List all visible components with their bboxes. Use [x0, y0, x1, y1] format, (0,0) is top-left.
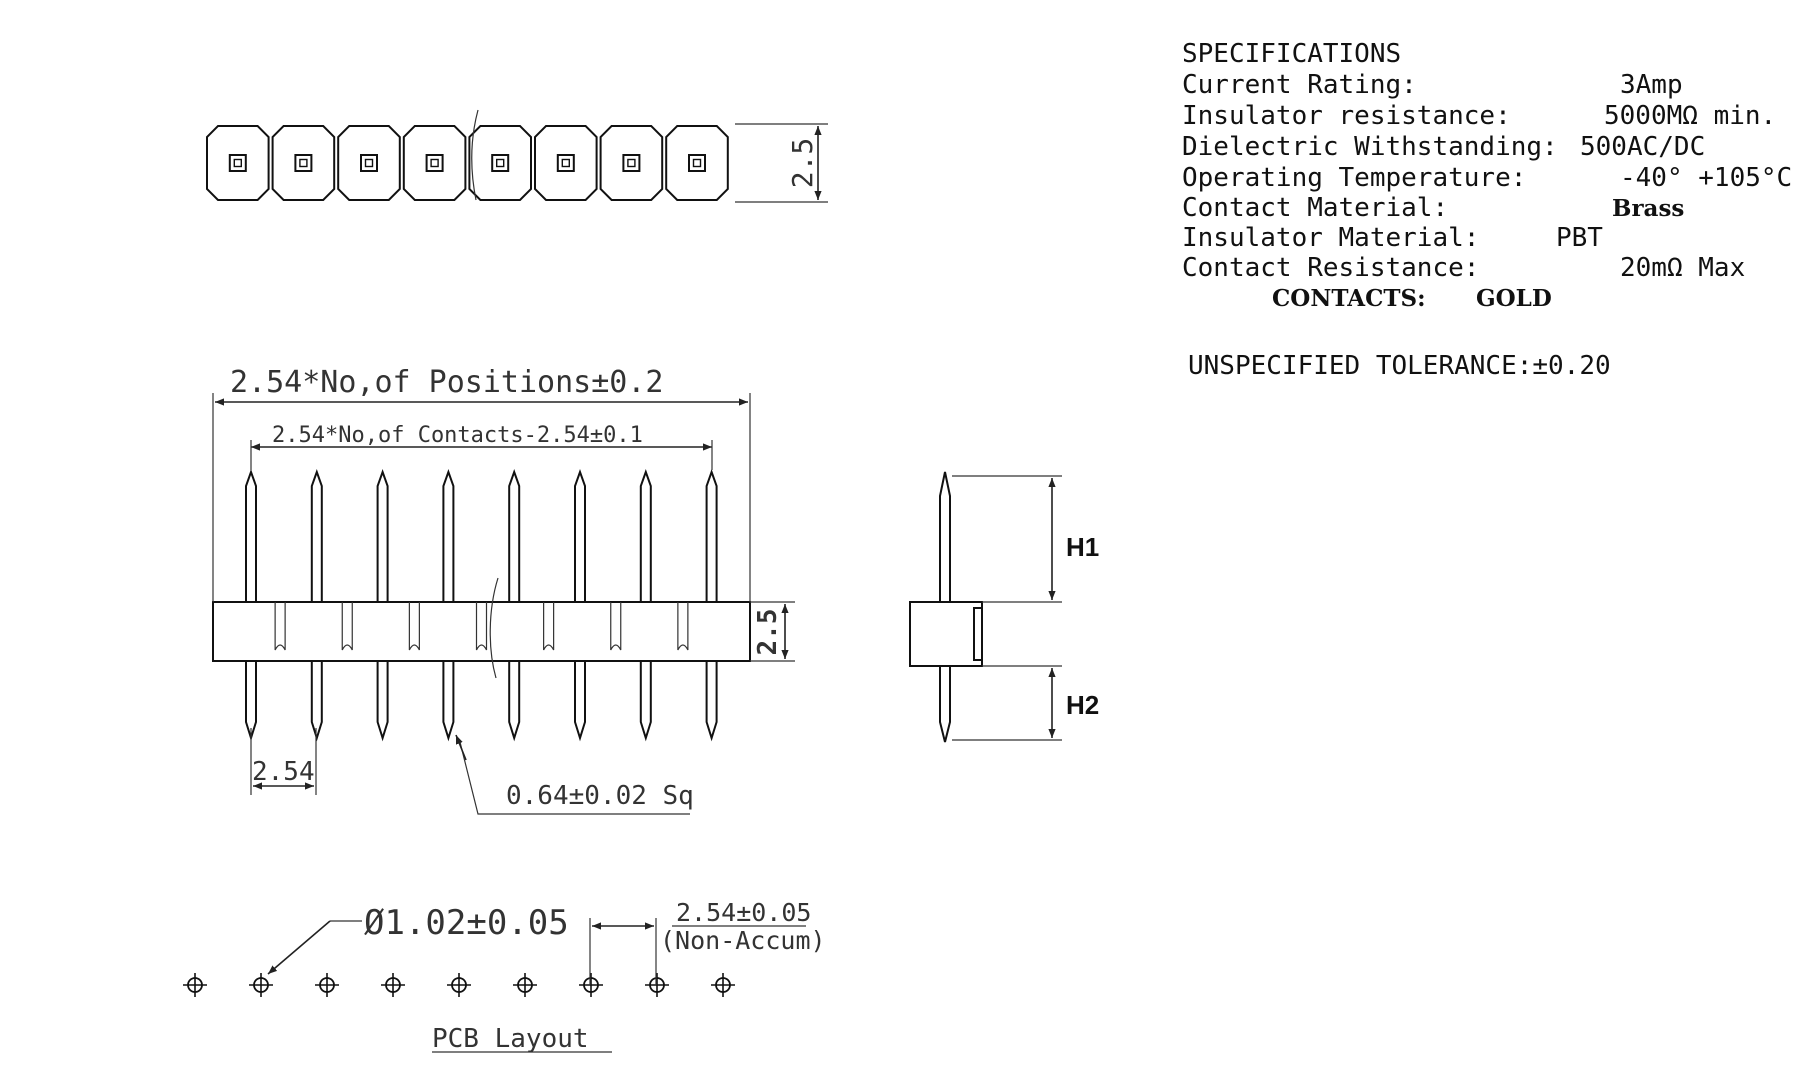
- pcb-hole-arrow: [267, 920, 331, 975]
- front-view-dividers: [274, 602, 689, 651]
- pcb-holes: [183, 973, 735, 997]
- top-view: 2.5: [206, 109, 828, 203]
- front-view-pin-lower: [705, 660, 718, 742]
- pcb-hole: [447, 973, 471, 997]
- pcb-hole-dim: Ø1.02±0.05: [364, 903, 569, 943]
- spec-value-contact-resistance: 20mΩ Max: [1620, 253, 1745, 283]
- front-view-pin-lower: [574, 660, 586, 742]
- top-view-pin-core: [692, 158, 702, 168]
- pcb-hole: [183, 973, 207, 997]
- spec-value-insulator-resistance: 5000MΩ min.: [1604, 101, 1776, 131]
- front-view-divider: [408, 602, 420, 651]
- top-view-height-dim: 2.5: [786, 138, 819, 189]
- front-view-pin-lower: [508, 660, 521, 742]
- top-view-pin-core: [299, 158, 308, 168]
- front-pin-size-dim: 0.64±0.02 Sq: [506, 781, 694, 811]
- spec-label-insulator-material: Insulator Material:: [1182, 223, 1479, 253]
- top-view-pin-core: [233, 158, 243, 168]
- front-view-pin-lower: [639, 660, 652, 742]
- top-view-pin-core: [627, 158, 636, 168]
- front-view-insulator-body: [212, 601, 751, 662]
- pcb-hole: [315, 973, 339, 997]
- pcb-layout: 2.54±0.05 (Non-Accum) Ø1.02±0.05 PCB Lay…: [183, 898, 826, 1054]
- front-body-height-dim: 2.5: [753, 609, 783, 656]
- side-view-body-step: [973, 607, 983, 661]
- front-view-divider: [475, 602, 488, 651]
- spec-label-insulator-resistance: Insulator resistance:: [1182, 101, 1511, 131]
- spec-label-operating-temperature: Operating Temperature:: [1182, 163, 1526, 193]
- spec-contacts-label: CONTACTS:: [1272, 285, 1426, 312]
- front-view-pin-upper: [376, 469, 389, 603]
- front-view-pin-upper: [442, 469, 455, 603]
- side-view-pin-upper: [939, 471, 951, 603]
- spec-label-contact-material: Contact Material:: [1182, 193, 1448, 223]
- spec-contacts-value: GOLD: [1476, 285, 1552, 312]
- pcb-hole: [381, 973, 405, 997]
- spec-label-contact-resistance: Contact Resistance:: [1182, 253, 1479, 283]
- front-view-pin-upper: [705, 469, 718, 603]
- side-h1-label: H1: [1066, 532, 1099, 562]
- front-view-pin-upper: [245, 469, 257, 603]
- front-view-pin-upper: [574, 469, 586, 603]
- specifications-block: SPECIFICATIONS Current Rating: 3Amp Insu…: [1182, 39, 1792, 312]
- side-view-insulator-body: [909, 601, 983, 667]
- spec-value-operating-temperature: -40° +105°C: [1620, 163, 1792, 193]
- front-view-pin-lower: [376, 660, 389, 742]
- pcb-layout-title: PCB Layout: [432, 1024, 589, 1054]
- front-overall-dim: 2.54*No,of Positions±0.2: [230, 365, 663, 400]
- spec-value-dielectric: 500AC/DC: [1580, 132, 1705, 162]
- pcb-pitch-note: (Non-Accum): [660, 926, 826, 955]
- front-view-pin-upper: [639, 469, 652, 603]
- front-view-divider: [274, 602, 286, 651]
- pcb-pitch-dim: 2.54±0.05: [676, 898, 811, 927]
- side-view-pin-lower: [939, 665, 951, 743]
- top-view-break-mark: [471, 109, 479, 201]
- front-view-pin-upper: [310, 469, 323, 603]
- top-view-pin-core: [364, 158, 374, 168]
- front-pin-size-leader: [459, 741, 690, 815]
- top-view-cells: [206, 125, 729, 201]
- top-view-pin-core: [496, 158, 505, 168]
- spec-label-dielectric: Dielectric Withstanding:: [1182, 132, 1558, 162]
- top-view-pin-core: [430, 158, 439, 168]
- pcb-hole: [579, 973, 603, 997]
- side-h2-label: H2: [1066, 690, 1099, 720]
- spec-label-current-rating: Current Rating:: [1182, 70, 1417, 100]
- top-view-pin-core: [561, 158, 570, 168]
- front-view-divider: [610, 602, 622, 651]
- front-view-break-mark: [489, 577, 499, 679]
- front-pitch-dim: 2.54: [252, 757, 315, 787]
- unspecified-tolerance-note: UNSPECIFIED TOLERANCE:±0.20: [1188, 351, 1611, 381]
- specifications-title: SPECIFICATIONS: [1182, 39, 1401, 69]
- spec-value-insulator-material: PBT: [1556, 223, 1603, 253]
- front-view-pin-lower: [310, 660, 323, 742]
- pcb-hole: [645, 973, 669, 997]
- front-view-pins: [245, 469, 718, 742]
- spec-value-current-rating: 3Amp: [1620, 70, 1683, 100]
- front-view-pin-upper: [508, 469, 521, 603]
- front-view-divider: [677, 602, 689, 651]
- front-view-pin-lower: [442, 660, 455, 742]
- front-contacts-dim: 2.54*No,of Contacts-2.54±0.1: [272, 423, 643, 448]
- pcb-hole: [513, 973, 537, 997]
- spec-value-contact-material: Brass: [1612, 195, 1684, 222]
- front-view-divider: [341, 602, 353, 651]
- front-view: 2.54*No,of Positions±0.2 2.54*No,of Cont…: [212, 365, 795, 815]
- front-view-pin-lower: [245, 660, 257, 742]
- front-pin-size-arrow: [455, 734, 467, 761]
- pcb-hole: [711, 973, 735, 997]
- pcb-hole: [249, 973, 273, 997]
- front-view-divider: [543, 602, 555, 651]
- side-view: H1 H2: [909, 471, 1099, 743]
